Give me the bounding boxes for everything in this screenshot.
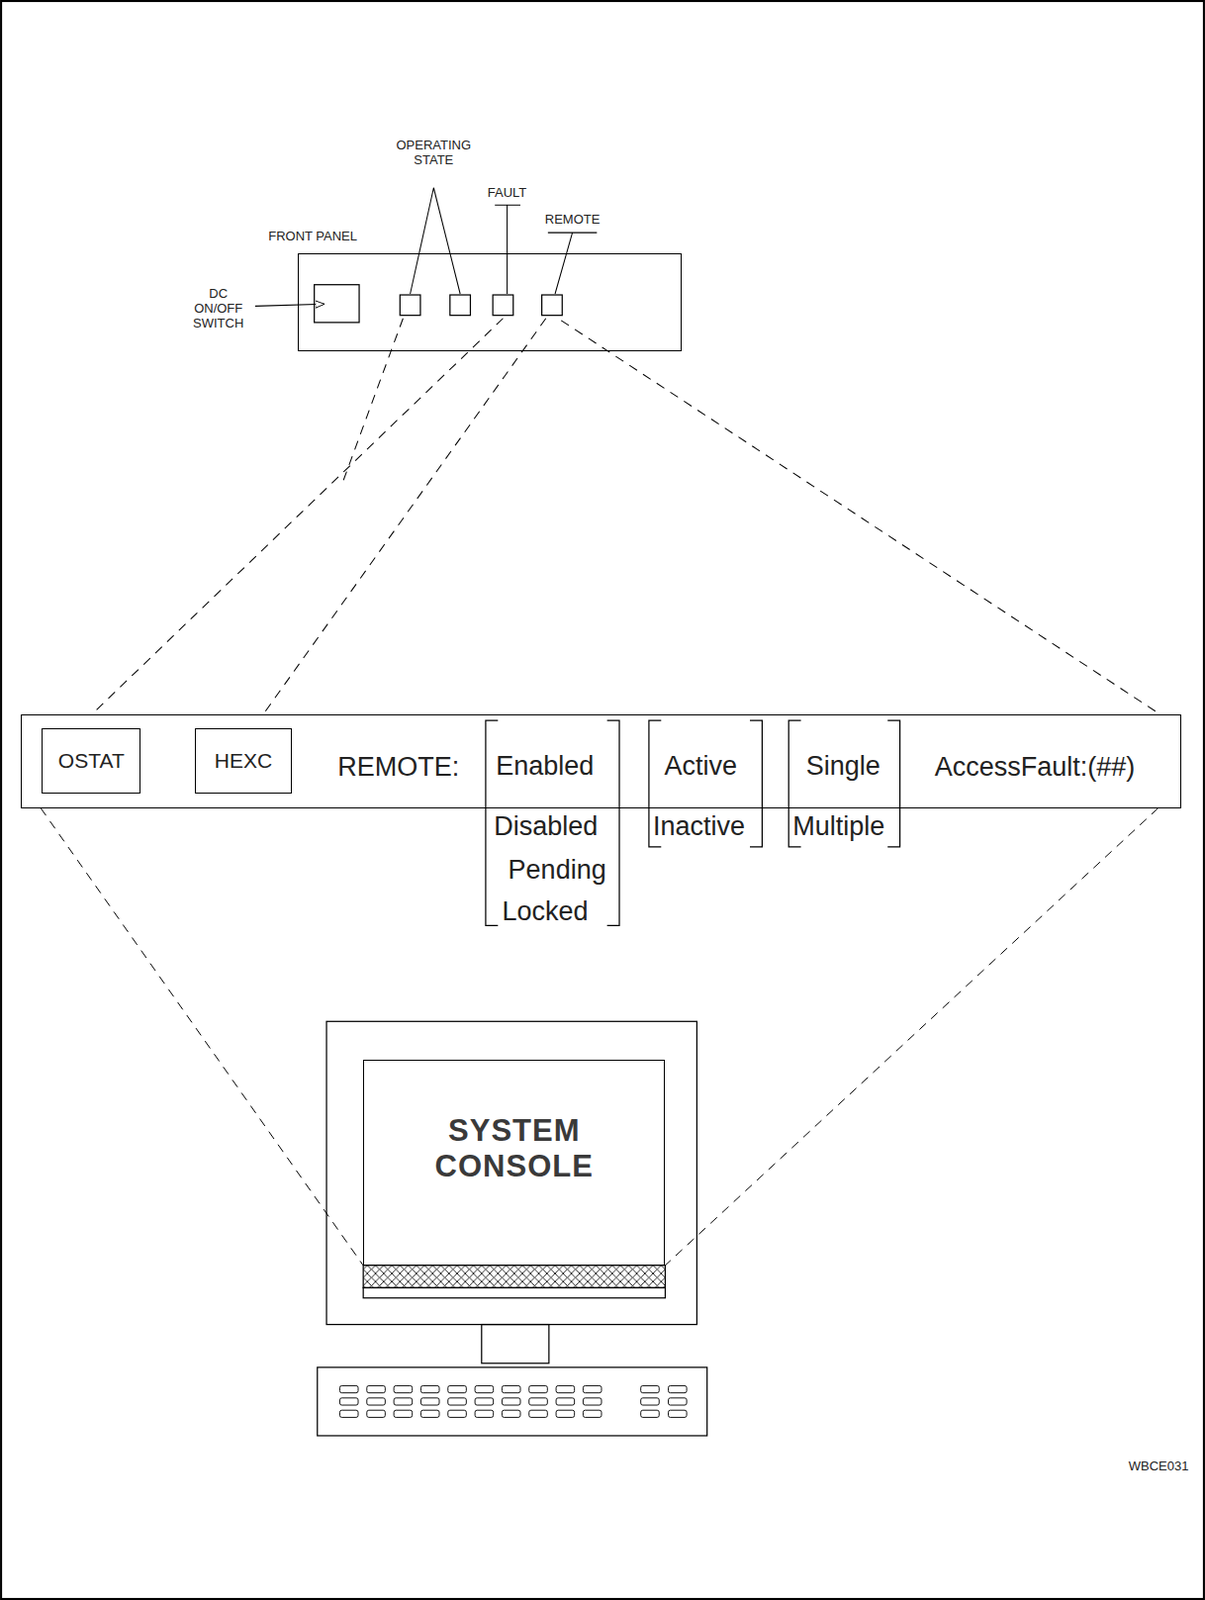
indicator-lamps	[399, 294, 562, 316]
option-brackets	[485, 720, 901, 926]
option-value: Active	[663, 750, 738, 782]
node-label: FRONT PANEL	[268, 229, 358, 245]
keyboard-keys	[339, 1385, 687, 1417]
power-switch	[314, 284, 360, 323]
indicator-label: OPERATING STATE	[386, 138, 481, 169]
node-label: HEXC	[214, 748, 273, 773]
option-value: Inactive	[652, 811, 745, 842]
option-value: Enabled	[495, 750, 594, 782]
console-title: SYSTEM CONSOLE	[427, 1112, 601, 1184]
switch-label: DC ON/OFF SWITCH	[189, 286, 248, 332]
leader-lines	[410, 187, 598, 294]
node-label: AccessFault:(##)	[934, 751, 1136, 783]
option-value: Single	[806, 750, 881, 782]
status-field-box: OSTAT	[41, 728, 141, 794]
option-value: Disabled	[493, 811, 598, 842]
option-value: Locked	[501, 896, 588, 927]
node-label: OSTAT	[58, 748, 125, 773]
console-screen: SYSTEM CONSOLE	[363, 1059, 665, 1266]
projection-connector	[40, 808, 364, 1266]
indicator-label: REMOTE	[545, 212, 601, 228]
status-field-box: HEXC	[194, 728, 292, 794]
console-monitor	[317, 1020, 708, 1436]
leader-line	[255, 303, 325, 306]
option-value: Multiple	[792, 811, 885, 842]
projection-lines	[92, 318, 1161, 715]
indicator-label: FAULT	[487, 185, 528, 201]
node-label: REMOTE:	[337, 751, 460, 783]
option-value: Pending	[508, 854, 607, 886]
status-bar: REMOTE: AccessFault:(##) OSTAT HEXC	[20, 714, 1183, 809]
figure-id: WBCE031	[1128, 1459, 1190, 1475]
projection-connector	[664, 808, 1158, 1266]
front-panel: FRONT PANEL	[297, 253, 682, 352]
